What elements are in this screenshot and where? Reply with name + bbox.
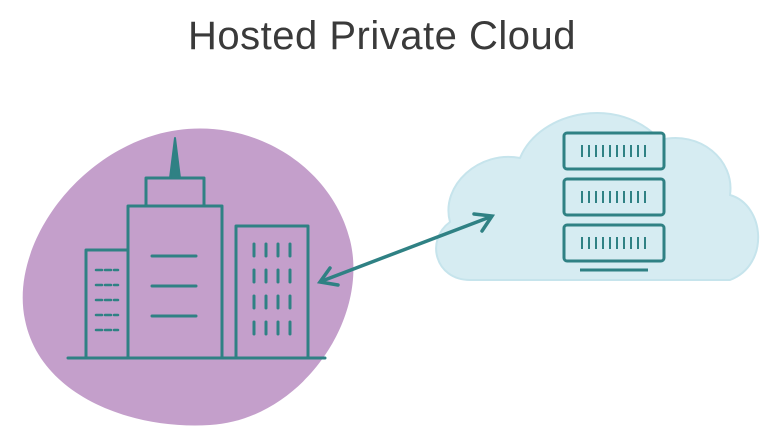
center-tower-spire — [169, 137, 181, 179]
server-unit-1 — [562, 131, 666, 171]
left-building-windows — [94, 268, 120, 332]
cloud-server-rack-icon — [562, 131, 666, 272]
center-tower-crown — [144, 176, 206, 208]
arrow-shaft — [320, 215, 492, 283]
page-title: Hosted Private Cloud — [188, 14, 576, 58]
right-building — [234, 224, 310, 360]
center-tower — [126, 204, 224, 360]
left-building — [84, 248, 130, 360]
server-unit-2 — [562, 177, 666, 217]
right-building-windows — [252, 242, 292, 336]
server-unit-3 — [562, 223, 666, 263]
arrow-head-right — [472, 212, 496, 233]
bidirectional-arrow-icon — [316, 212, 496, 287]
server-vents — [581, 145, 646, 249]
office-buildings-icon — [66, 137, 327, 360]
arrow-head-left — [316, 266, 340, 287]
